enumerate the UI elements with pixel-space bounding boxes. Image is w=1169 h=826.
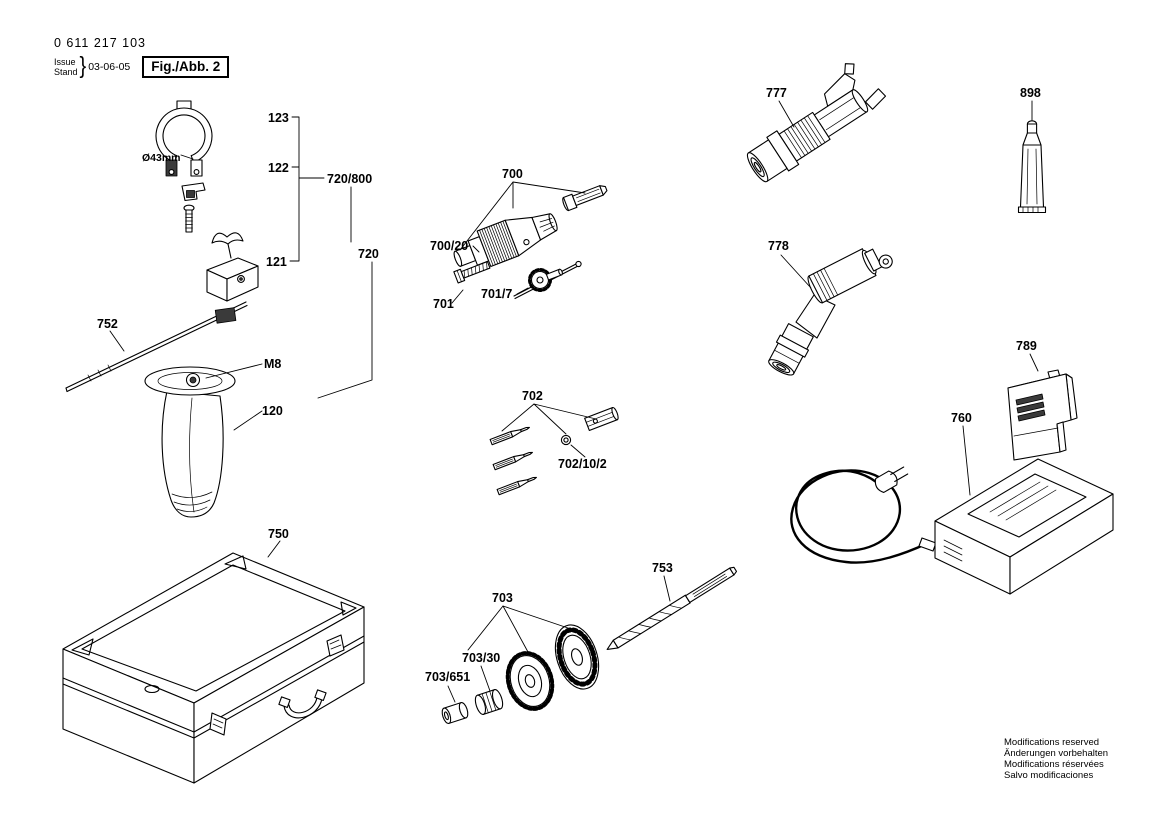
part-label-703: 703 bbox=[492, 591, 513, 605]
leader-lines bbox=[109, 100, 1039, 703]
notice-line-fr: Modifications réservées bbox=[1004, 759, 1104, 770]
issue-date: 03-06-05 bbox=[88, 60, 131, 73]
part-label-701-7: 701/7 bbox=[481, 287, 512, 301]
part-label-720-800: 720/800 bbox=[327, 172, 372, 186]
part-label-778: 778 bbox=[768, 239, 789, 253]
part-label-898: 898 bbox=[1020, 86, 1041, 100]
notice-line-en: Modifications reserved bbox=[1004, 737, 1100, 748]
part-label-700: 700 bbox=[502, 167, 523, 181]
sds-adapter-drawing bbox=[562, 185, 608, 212]
chuck-700-drawing bbox=[453, 213, 558, 268]
notice-line-es: Salvo modificaciones bbox=[1004, 770, 1094, 781]
part-label-753: 753 bbox=[652, 561, 673, 575]
part-label-720: 720 bbox=[358, 247, 379, 261]
part-label-760: 760 bbox=[951, 411, 972, 425]
part-label-703-30: 703/30 bbox=[462, 651, 500, 665]
power-plug-drawing bbox=[874, 466, 909, 493]
figure-label: Fig./Abb. 2 bbox=[142, 55, 230, 78]
part-label-702: 702 bbox=[522, 389, 543, 403]
part-label-702-10-2: 702/10/2 bbox=[558, 457, 607, 471]
part-label-752: 752 bbox=[97, 317, 118, 331]
grease-tube-898-drawing bbox=[1017, 120, 1047, 214]
part-label-123: 123 bbox=[268, 111, 289, 125]
dimension-label-43mm: Ø43mm bbox=[142, 152, 181, 164]
angle-attachment-778-drawing bbox=[768, 248, 893, 376]
part-label-701: 701 bbox=[433, 297, 454, 311]
notice-line-de: Änderungen vorbehalten bbox=[1004, 748, 1109, 759]
battery-789-drawing bbox=[1007, 369, 1078, 461]
chuck-key-drawing bbox=[513, 260, 582, 300]
modifications-notice: Modifications reserved Änderungen vorbeh… bbox=[1004, 737, 1108, 781]
thread-label-m8: M8 bbox=[264, 357, 281, 371]
part-label-700-20: 700/20 bbox=[430, 239, 468, 253]
title-block: 0 611 217 103 Issue Stand } 03-06-05 Fig… bbox=[54, 36, 230, 79]
gear-set-703-drawing bbox=[441, 624, 600, 725]
part-label-703-651: 703/651 bbox=[425, 670, 470, 684]
bit-set-702-drawing bbox=[489, 406, 619, 496]
chuck-screw-drawing bbox=[453, 261, 491, 284]
clamp-band-123-drawing bbox=[155, 100, 213, 177]
issue-row: Issue Stand } 03-06-05 Fig./Abb. 2 bbox=[54, 53, 230, 79]
hammer-head-777-drawing bbox=[746, 63, 887, 183]
carrying-case-750-drawing bbox=[62, 552, 365, 784]
drill-bit-753-drawing bbox=[606, 566, 738, 650]
handle-120-drawing bbox=[144, 366, 236, 518]
stand-label: Stand bbox=[54, 66, 78, 77]
part-label-750: 750 bbox=[268, 527, 289, 541]
issue-stand-labels: Issue Stand bbox=[54, 57, 78, 77]
part-labels: 123 122 121 720/800 720 Ø43mm 752 M8 120… bbox=[97, 86, 1041, 684]
part-label-122: 122 bbox=[268, 161, 289, 175]
part-label-777: 777 bbox=[766, 86, 787, 100]
part-label-121: 121 bbox=[266, 255, 287, 269]
clamp-body-121-drawing bbox=[206, 232, 259, 324]
bracket-122-drawing bbox=[181, 182, 206, 233]
charger-760-drawing bbox=[790, 458, 1114, 595]
part-label-120: 120 bbox=[262, 404, 283, 418]
brace-glyph: } bbox=[79, 53, 87, 79]
issue-label: Issue bbox=[54, 56, 76, 67]
part-label-789: 789 bbox=[1016, 339, 1037, 353]
document-part-number: 0 611 217 103 bbox=[54, 36, 147, 50]
